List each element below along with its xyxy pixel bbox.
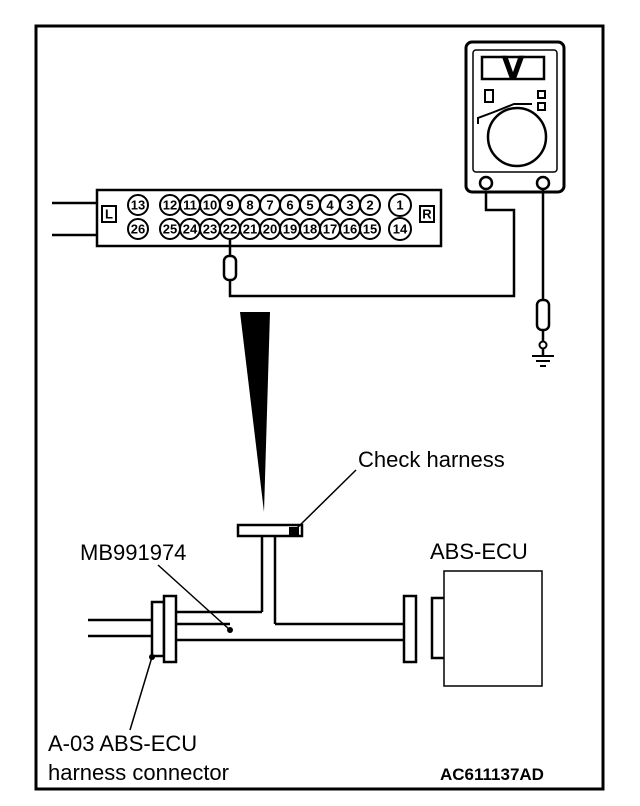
figure-code: AC611137AD [440,765,544,784]
svg-text:24: 24 [183,222,198,237]
meter-dial [486,106,548,168]
pin-25: 25 [159,218,181,240]
a03-leader [129,656,153,731]
svg-text:25: 25 [163,222,177,237]
svg-text:2: 2 [366,198,373,213]
svg-text:8: 8 [246,198,253,213]
svg-text:4: 4 [326,198,334,213]
svg-text:26: 26 [131,222,145,237]
pin-23: 23 [199,218,221,240]
svg-text:12: 12 [163,198,177,213]
right-side-marker: R [419,205,435,223]
ecu-side-connector [402,594,418,664]
pin-3: 3 [339,194,361,216]
pin-26: 26 [127,218,149,240]
svg-text:13: 13 [131,198,145,213]
figure-frame [34,24,605,791]
pin-5: 5 [299,194,321,216]
svg-text:L: L [105,207,113,222]
abs-ecu-unit [443,570,543,687]
pin-7: 7 [259,194,281,216]
svg-text:14: 14 [393,222,408,237]
left-side-marker: L [101,205,117,223]
pin-20: 20 [259,218,281,240]
svg-text:R: R [422,207,432,222]
svg-text:7: 7 [266,198,273,213]
pin-21: 21 [239,218,261,240]
pin-18: 18 [299,218,321,240]
a03-label-line2: harness connector [48,760,229,785]
special-tool-leader [157,564,231,631]
check-harness-label: Check harness [358,447,505,472]
meter-terminal-left [478,175,494,191]
svg-text:15: 15 [363,222,377,237]
meter-terminal-right [535,175,551,191]
pin-24: 24 [179,218,201,240]
volt-symbol: V [501,51,525,86]
pin-2: 2 [359,194,381,216]
abs-ecu-label: ABS-ECU [430,539,528,564]
callout-wedge [240,312,270,512]
voltmeter: V [464,40,566,194]
check-harness [236,523,304,538]
pin-13: 13 [127,194,149,216]
svg-text:23: 23 [203,222,217,237]
svg-text:17: 17 [323,222,337,237]
svg-text:18: 18 [303,222,317,237]
pin-15: 15 [359,218,381,240]
pin-14: 14 [388,217,412,241]
ground-icon [532,355,554,367]
pin-19: 19 [279,218,301,240]
special-tool-label: MB991974 [80,540,186,565]
ecu-socket [430,596,447,660]
svg-text:22: 22 [223,222,237,237]
svg-text:5: 5 [306,198,313,213]
svg-text:19: 19 [283,222,297,237]
svg-text:11: 11 [183,198,197,213]
pin-17: 17 [319,218,341,240]
svg-text:20: 20 [263,222,277,237]
svg-text:6: 6 [286,198,293,213]
pin-11: 11 [179,194,201,216]
t-harness [176,536,404,642]
probe-lead-wire [228,184,516,298]
pin-8: 8 [239,194,261,216]
pin-12: 12 [159,194,181,216]
svg-text:9: 9 [226,198,233,213]
pin-9: 9 [219,194,241,216]
vehicle-harness-wires [88,618,152,638]
connector-face: L R 13 12 11 10 9 8 7 6 5 4 3 2 1 26 25 … [95,188,443,248]
svg-text:16: 16 [343,222,357,237]
svg-text:21: 21 [243,222,257,237]
ground-lead [535,189,551,355]
a03-label-line1: A-03 ABS-ECU [48,731,197,756]
connector-lead-wires [52,201,98,237]
svg-text:1: 1 [396,198,403,213]
pin-1: 1 [388,193,412,217]
pin-10: 10 [199,194,221,216]
pin-16: 16 [339,218,361,240]
meter-display [480,55,546,81]
check-harness-leader [293,469,357,532]
pin-6: 6 [279,194,301,216]
pin-4: 4 [319,194,341,216]
pin-22: 22 [219,218,241,240]
svg-text:10: 10 [203,198,217,213]
test-probe [222,240,238,292]
a03-connector [150,594,178,664]
svg-text:3: 3 [346,198,353,213]
